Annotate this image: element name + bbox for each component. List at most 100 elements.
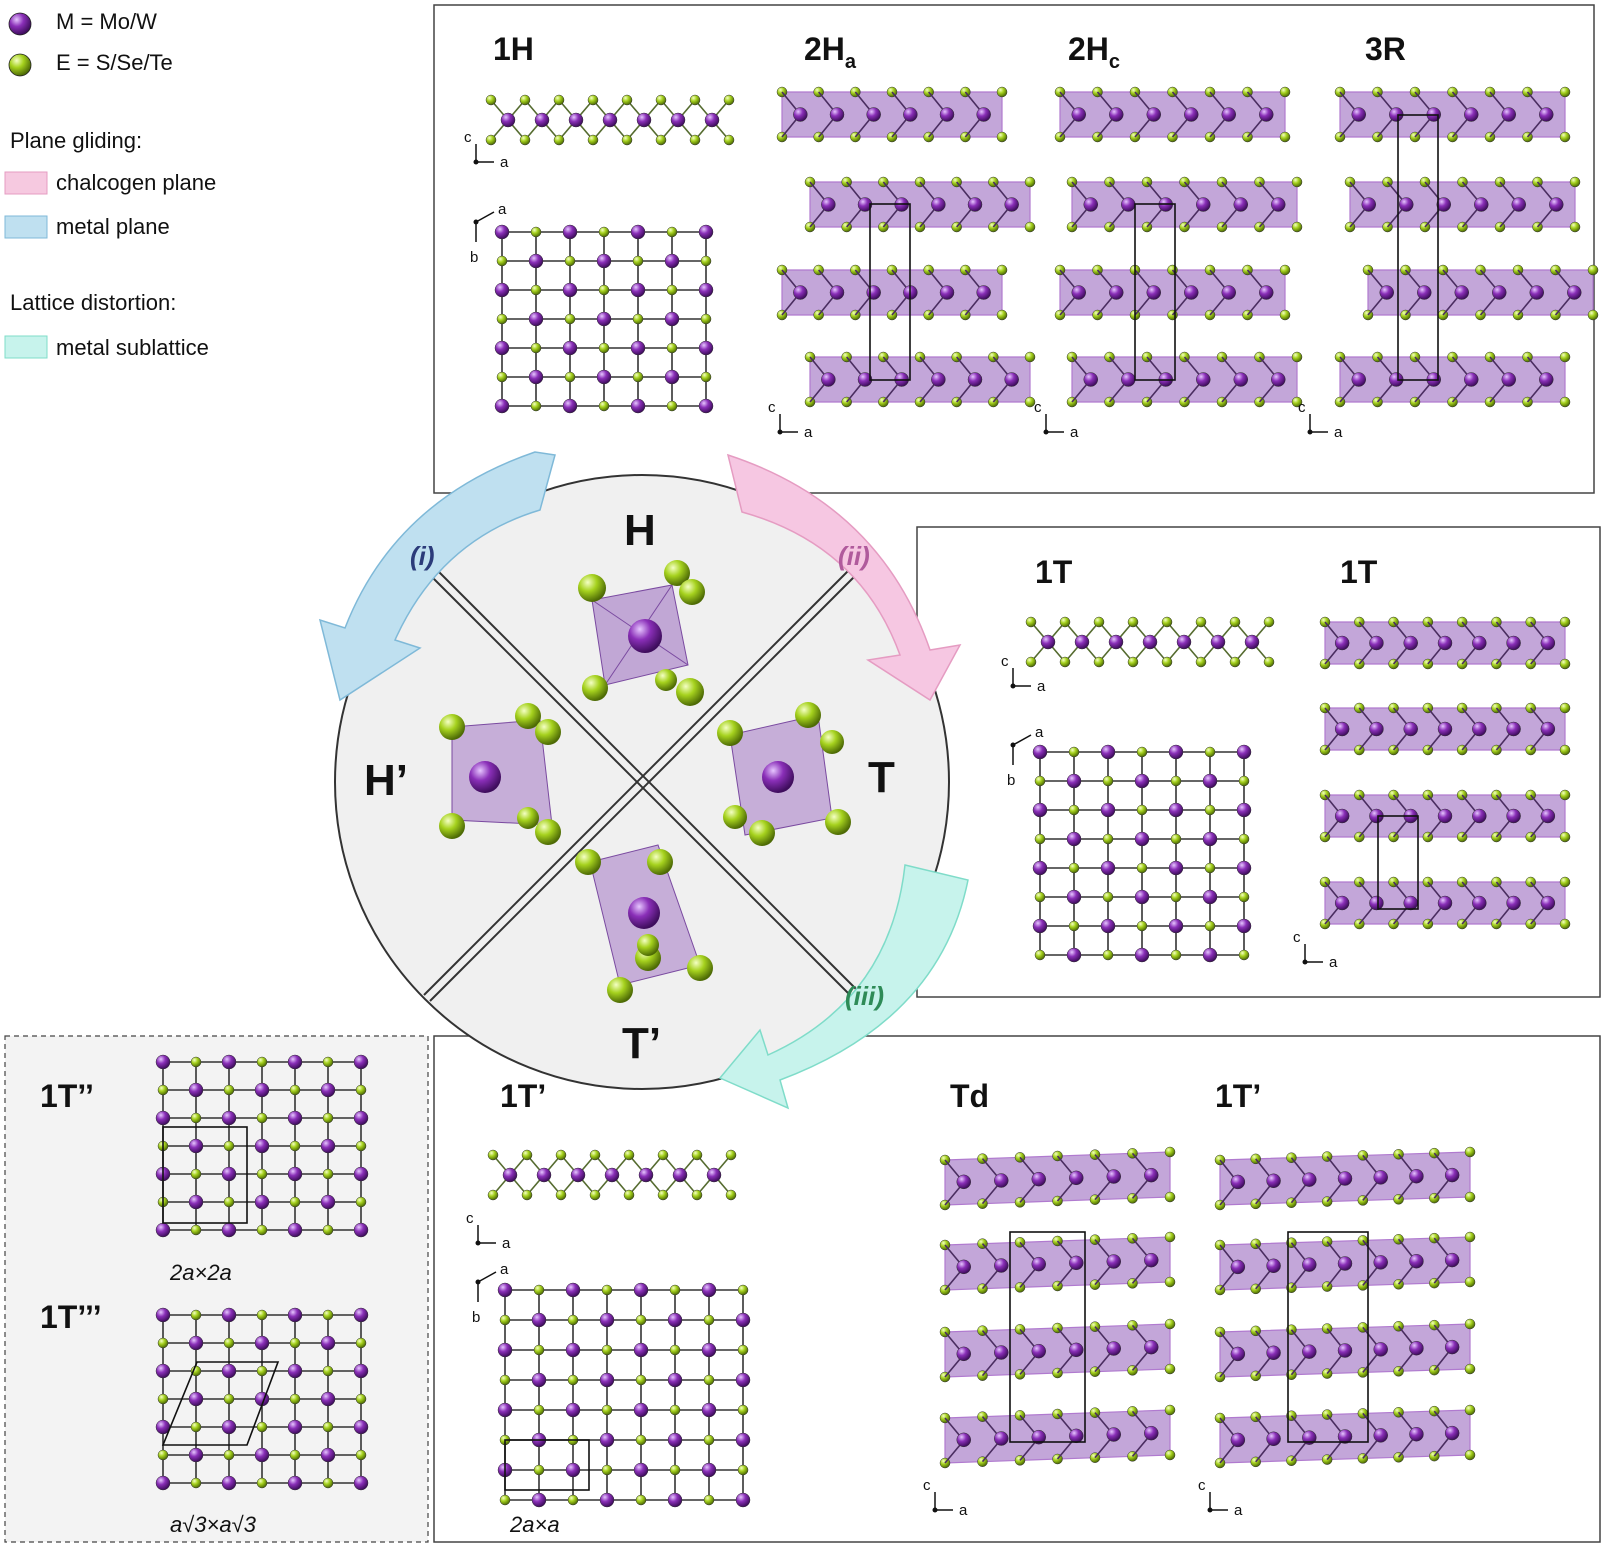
metal-atom	[1032, 860, 1048, 876]
chalcogen-atom	[530, 284, 542, 296]
metal-atom	[565, 1402, 581, 1418]
chalcogen-atom	[499, 1494, 511, 1506]
chalcogen-atom	[1263, 656, 1275, 668]
metal-atom	[1337, 1343, 1353, 1358]
metal-atom	[701, 1462, 717, 1478]
metal-atom	[531, 1492, 547, 1508]
chalcogen-atom	[190, 1309, 202, 1321]
axis-label: b	[472, 1309, 480, 1326]
metal-atom	[599, 1372, 615, 1388]
metal-atom	[829, 107, 845, 122]
axis-indicator: ca	[1034, 399, 1079, 441]
circle-dividers	[423, 562, 863, 1002]
chalcogen-atom	[737, 1404, 749, 1416]
legend-metal-plane-label: metal plane	[56, 214, 170, 239]
metal-atom	[1144, 1425, 1159, 1441]
metal-atom	[1168, 860, 1184, 876]
title-1H: 1H	[493, 31, 534, 67]
chalcogen-atom	[1291, 221, 1303, 233]
metal-atom	[1100, 860, 1116, 876]
chalcogen-atom	[669, 1284, 681, 1296]
title-2Hc: 2Hc	[1068, 31, 1120, 73]
chalcogen-atom	[703, 1434, 715, 1446]
metal-atom	[188, 1194, 204, 1210]
metal-atom	[188, 1138, 204, 1154]
unit-cell	[1377, 815, 1419, 910]
legend-distortion-heading: Lattice distortion:	[10, 290, 177, 315]
chalcogen-atom	[1164, 1146, 1176, 1158]
chalcogen-atom	[1102, 891, 1114, 903]
metal-atom	[287, 1419, 303, 1435]
chalcogen-atom	[737, 1344, 749, 1356]
metal-atom	[568, 112, 584, 128]
metal-atom	[1437, 721, 1453, 737]
chalcogen-atom	[666, 226, 678, 238]
chalcogen-atom	[533, 1284, 545, 1296]
axis-indicator: ab	[1007, 724, 1044, 789]
chalcogen-atom	[567, 1314, 579, 1326]
chalcogen-atom	[564, 255, 576, 267]
metal-atom	[565, 1282, 581, 1298]
panel-top-frame	[433, 4, 1595, 494]
metal-atom	[1454, 285, 1469, 300]
chalcogen-atom	[1464, 1318, 1476, 1330]
chalcogen-atom	[567, 1374, 579, 1386]
metal-atom	[562, 340, 578, 356]
chalcogen-atom	[1464, 1276, 1476, 1288]
metal-atom	[664, 311, 680, 327]
chalcogen-atom	[1164, 1404, 1176, 1416]
axis-label: c	[466, 1210, 474, 1227]
polyhedral-slab	[1066, 176, 1303, 233]
metal-atom	[1168, 802, 1184, 818]
chalcogen-atom	[1068, 746, 1080, 758]
metal-atom	[1066, 831, 1082, 847]
metal-atom	[221, 1419, 237, 1435]
metal-atom	[1144, 1252, 1159, 1268]
unit-cell	[1287, 1231, 1369, 1443]
chalcogen-atom	[223, 1196, 235, 1208]
polyhedral-slab	[1054, 264, 1291, 321]
metal-atom	[670, 112, 686, 128]
chalcogen-atom	[737, 1284, 749, 1296]
title-3R: 3R	[1365, 31, 1406, 67]
chalcogen-atom	[256, 1224, 268, 1236]
metal-atom	[1444, 1252, 1460, 1268]
chalcogen-atom	[1559, 918, 1571, 930]
chalcogen-atom	[657, 1189, 669, 1201]
chalcogen-atom	[1559, 86, 1571, 98]
metal-atom	[1369, 635, 1384, 651]
chalcogen-atom	[1279, 131, 1291, 143]
chalcogen-atom	[322, 1056, 334, 1068]
metal-atom	[1501, 372, 1516, 387]
chalcogen-atom	[1059, 616, 1071, 628]
chalcogen-atom	[598, 284, 610, 296]
metal-atom	[735, 1492, 751, 1508]
metal-atom	[1074, 634, 1090, 650]
metal-atom	[596, 369, 612, 385]
chalcogen-atom	[521, 1189, 533, 1201]
axis-indicator: ca	[464, 129, 509, 171]
metal-atom	[967, 372, 983, 387]
title-1T-prime-side: 1T’	[500, 1078, 546, 1114]
chalcogen-atom	[632, 313, 644, 325]
legend-metal-plane-swatch	[4, 215, 48, 239]
metal-atom	[596, 311, 612, 327]
metal-atom	[1567, 285, 1582, 300]
title-2Ha: 2Ha	[804, 31, 857, 73]
metal-atom	[1337, 1429, 1353, 1444]
metal-atom	[562, 224, 578, 240]
metal-atom	[599, 1492, 615, 1508]
metal-atom	[1236, 744, 1252, 760]
metal-atom	[500, 112, 516, 128]
chalcogen-atom	[1161, 656, 1173, 668]
chalcogen-atom	[1559, 744, 1571, 756]
polyhedron-H	[578, 560, 705, 706]
arrow-iii-metal-sublattice	[718, 864, 969, 1110]
metal-atom	[353, 1110, 369, 1126]
polyhedral-slab	[1319, 616, 1571, 670]
polyhedral-slab	[1344, 176, 1581, 233]
metal-atom	[1539, 372, 1554, 387]
chalcogen-atom	[1093, 616, 1105, 628]
metal-atom	[1266, 1345, 1281, 1361]
metal-atom	[1146, 285, 1161, 300]
